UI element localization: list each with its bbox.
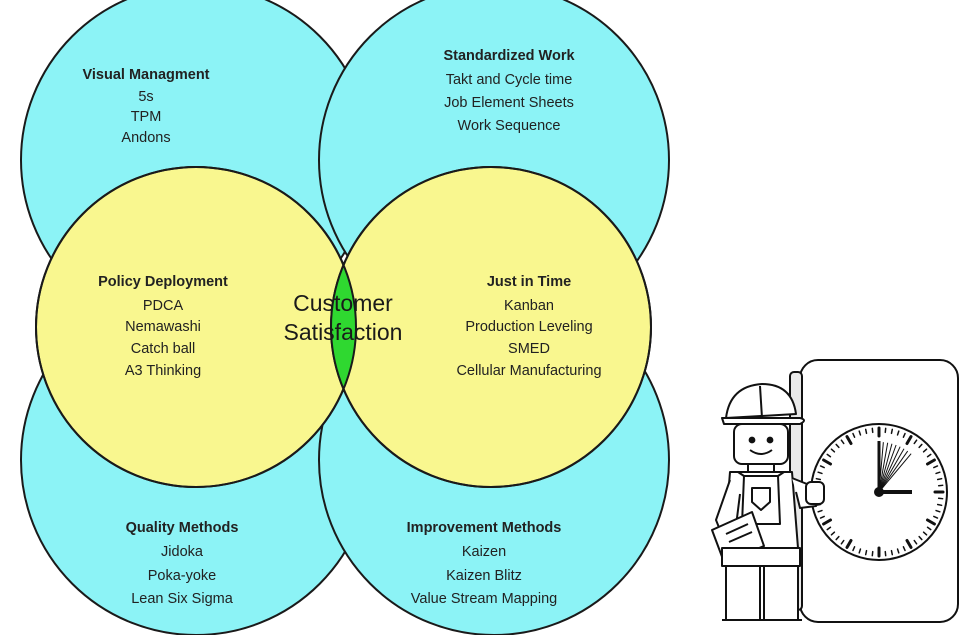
center-label-line1: Customer bbox=[293, 290, 393, 316]
clock-tick bbox=[822, 458, 833, 466]
clock-tick bbox=[826, 453, 832, 458]
clock-tick bbox=[933, 465, 939, 469]
clock-tick bbox=[858, 430, 862, 436]
center-label-line2: Satisfaction bbox=[284, 319, 403, 345]
clock-tick bbox=[902, 546, 906, 552]
clock-tick bbox=[896, 430, 900, 436]
clock-sweep-line bbox=[878, 453, 912, 493]
clock-tick bbox=[896, 548, 900, 554]
clock-tick bbox=[890, 428, 894, 435]
clock-tick bbox=[890, 549, 894, 556]
clock-tick bbox=[925, 518, 936, 526]
group-item: Production Leveling bbox=[465, 319, 592, 335]
clock-tick bbox=[936, 503, 943, 507]
visual-management-group: Visual Managment 5s TPM Andons bbox=[82, 67, 209, 146]
group-title: Visual Managment bbox=[82, 67, 209, 83]
group-item: Nemawashi bbox=[125, 319, 201, 335]
clock-tick bbox=[858, 548, 862, 554]
group-item: Cellular Manufacturing bbox=[456, 363, 601, 379]
clock-tick bbox=[815, 477, 822, 481]
clock-tick bbox=[913, 439, 918, 445]
group-item: SMED bbox=[508, 341, 550, 357]
clock-tick bbox=[826, 526, 832, 531]
policy-deployment-outline bbox=[35, 166, 357, 488]
clock-tick bbox=[852, 546, 856, 552]
group-item: A3 Thinking bbox=[125, 363, 201, 379]
clock-tick bbox=[913, 539, 918, 545]
clock-tick bbox=[926, 526, 932, 531]
clock-sweep-line bbox=[878, 446, 901, 493]
clock-tick bbox=[819, 465, 825, 469]
just-in-time-group: Just in Time Kanban Production Leveling … bbox=[456, 274, 601, 379]
clock-tick bbox=[902, 432, 906, 438]
group-item: PDCA bbox=[143, 298, 184, 314]
clock-sweep-line bbox=[878, 448, 905, 493]
clock-tick bbox=[845, 435, 853, 446]
group-item: Andons bbox=[121, 130, 170, 146]
group-item: Poka-yoke bbox=[148, 568, 217, 584]
clock-tick bbox=[936, 477, 943, 481]
group-item: 5s bbox=[138, 89, 153, 105]
group-item: TPM bbox=[131, 109, 162, 125]
clock-sweep-line bbox=[878, 444, 897, 493]
clock-tick bbox=[905, 435, 913, 446]
clock-tick bbox=[817, 509, 823, 513]
clock-tick bbox=[817, 471, 823, 475]
just-in-time-outline bbox=[330, 166, 652, 488]
group-title: Quality Methods bbox=[126, 520, 239, 536]
clock-tick bbox=[926, 453, 932, 458]
clock-tick bbox=[935, 509, 941, 513]
clock-tick bbox=[822, 518, 833, 526]
clock-tick bbox=[925, 458, 936, 466]
clock-tick bbox=[864, 428, 868, 435]
group-item: Lean Six Sigma bbox=[131, 591, 233, 607]
clock-tick bbox=[864, 549, 868, 556]
clock-tick bbox=[918, 535, 923, 541]
quality-methods-group: Quality Methods Jidoka Poka-yoke Lean Si… bbox=[126, 520, 239, 607]
clock-tick bbox=[922, 448, 928, 453]
clock-tick bbox=[852, 432, 856, 438]
clock-tick bbox=[830, 448, 836, 453]
improvement-methods-group: Improvement Methods Kaizen Kaizen Blitz … bbox=[407, 520, 562, 607]
worker-figure-icon bbox=[711, 383, 825, 621]
clock-tick bbox=[918, 443, 923, 449]
clock-tick bbox=[840, 439, 845, 445]
group-title: Standardized Work bbox=[443, 48, 575, 64]
clock-tick bbox=[933, 515, 939, 519]
clock-tick bbox=[835, 535, 840, 541]
clock-sweep-line bbox=[878, 450, 909, 493]
group-title: Policy Deployment bbox=[98, 274, 228, 290]
clock-tick bbox=[819, 515, 825, 519]
clock-sweep-line bbox=[878, 443, 893, 493]
group-item: Kaizen Blitz bbox=[446, 568, 522, 584]
group-item: Catch ball bbox=[131, 341, 195, 357]
clock-tick bbox=[830, 531, 836, 536]
group-item: Kanban bbox=[504, 298, 554, 314]
group-item: Kaizen bbox=[462, 544, 506, 560]
policy-deployment-group: Policy Deployment PDCA Nemawashi Catch b… bbox=[98, 274, 228, 379]
group-item: Job Element Sheets bbox=[444, 95, 574, 111]
group-title: Just in Time bbox=[487, 274, 571, 290]
group-title: Improvement Methods bbox=[407, 520, 562, 536]
clock-tick bbox=[845, 538, 853, 549]
group-item: Work Sequence bbox=[458, 118, 561, 134]
clock-tick bbox=[922, 531, 928, 536]
group-item: Jidoka bbox=[161, 544, 204, 560]
clock-tick bbox=[835, 443, 840, 449]
group-item: Takt and Cycle time bbox=[446, 72, 573, 88]
clock-tick bbox=[935, 471, 941, 475]
clock-icon bbox=[789, 359, 959, 623]
standardized-work-group: Standardized Work Takt and Cycle time Jo… bbox=[443, 48, 575, 134]
clock-tick bbox=[905, 538, 913, 549]
worker-clock-illustration bbox=[711, 359, 959, 623]
clock-tick bbox=[840, 539, 845, 545]
group-item: Value Stream Mapping bbox=[411, 591, 557, 607]
